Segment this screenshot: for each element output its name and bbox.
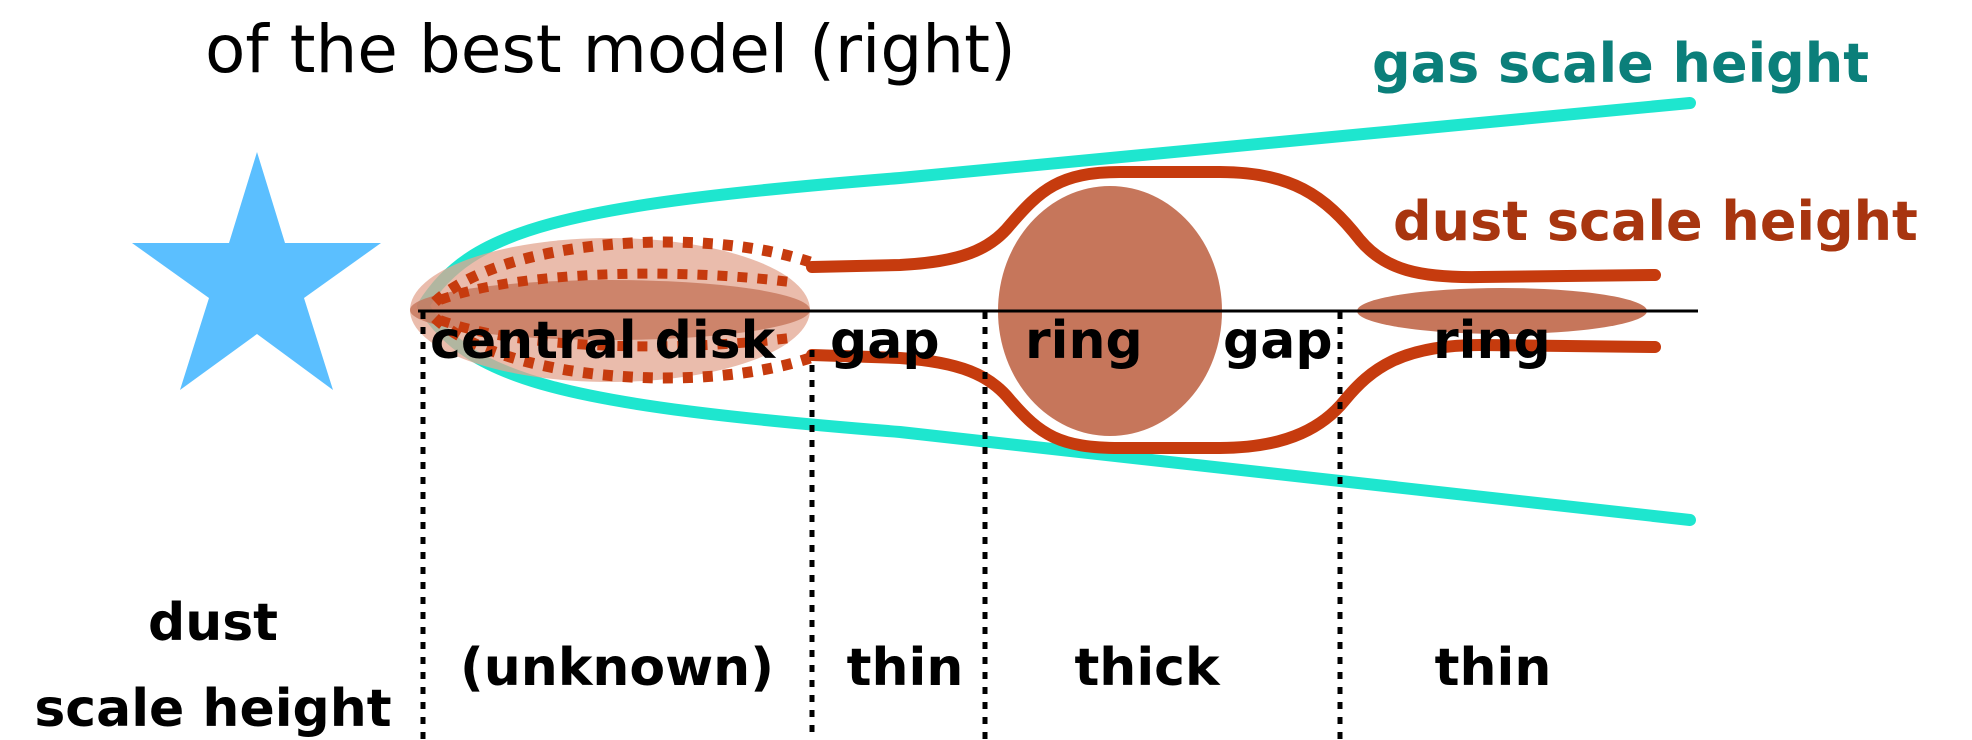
region-label-ring: ring (1433, 311, 1551, 371)
region-label-central-disk: central disk (430, 311, 777, 371)
diagram-title: of the best model (right) (205, 11, 1016, 88)
central-disk-dashed-lower (431, 313, 812, 384)
thickness-outer: thin (1435, 638, 1552, 698)
thickness-central-disk: (unknown) (460, 638, 774, 698)
region-label-gap: gap (1223, 311, 1333, 371)
dust-scale-height-label: dust scale height (1393, 190, 1918, 253)
region-label-gap: gap (830, 311, 940, 371)
row-label-line2: scale height (34, 679, 391, 739)
row-label-line1: dust (148, 593, 278, 653)
thickness-ring: thick (1074, 638, 1221, 698)
thickness-gap: thin (847, 638, 964, 698)
dust-scale-height-upper (806, 166, 1661, 284)
region-label-ring: ring (1025, 311, 1143, 371)
star-icon (132, 152, 381, 390)
gas-scale-height-label: gas scale height (1372, 32, 1869, 95)
central-disk-dashed-upper-inner (438, 268, 791, 305)
central-disk-dashed-upper (431, 236, 812, 307)
central-disk-dashed-lower-inner (438, 315, 791, 352)
